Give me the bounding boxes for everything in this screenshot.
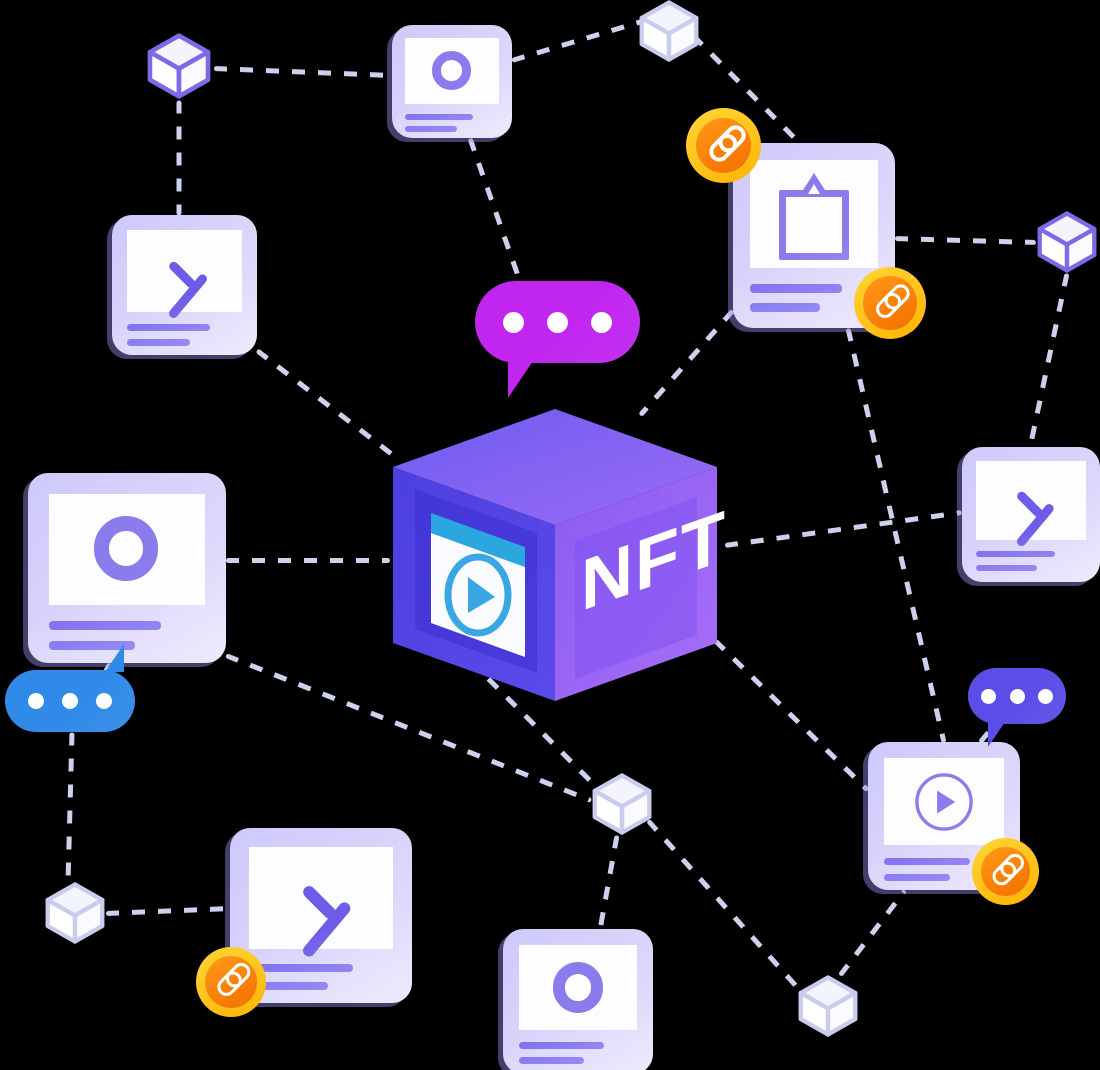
ring-icon xyxy=(93,516,159,581)
connector-line xyxy=(638,308,735,417)
ring-icon xyxy=(552,962,604,1013)
card-text-bar xyxy=(249,982,329,991)
connector-line xyxy=(467,137,523,282)
connector-line xyxy=(646,818,802,992)
card-thumbnail xyxy=(976,461,1086,548)
typing-dot xyxy=(96,693,113,709)
card-text-bar xyxy=(884,874,950,882)
card-text-bar xyxy=(127,324,210,331)
connector-line xyxy=(1027,272,1070,448)
bubble-tail xyxy=(987,722,1022,747)
connector-line xyxy=(894,235,1037,245)
connector-line xyxy=(845,327,947,743)
typing-dot xyxy=(1038,688,1054,704)
typing-dot xyxy=(27,693,44,709)
card-text-bar xyxy=(405,126,457,132)
connector-line xyxy=(597,834,620,930)
connector-line xyxy=(838,888,907,977)
nft-card[interactable] xyxy=(962,447,1100,582)
card-thumbnail xyxy=(127,230,242,320)
typing-dot xyxy=(591,311,613,333)
card-text-bar xyxy=(249,964,353,973)
card-text-bar xyxy=(127,339,191,346)
speech-bubble xyxy=(475,281,640,398)
connector-line xyxy=(724,509,963,548)
link-coin-icon xyxy=(196,947,266,1017)
connector-line xyxy=(713,638,870,792)
connector-line xyxy=(226,557,390,563)
card-text-bar xyxy=(750,284,843,293)
wireframe-cube-icon xyxy=(591,773,653,835)
card-text-bar xyxy=(750,303,821,312)
card-text-bar xyxy=(49,641,135,651)
typing-dot xyxy=(62,693,78,709)
nft-card[interactable] xyxy=(28,473,226,663)
bubble-tail xyxy=(86,643,124,672)
typing-dot xyxy=(980,688,996,704)
connector-line xyxy=(255,348,402,462)
wireframe-cube-icon xyxy=(638,0,700,62)
connector-line xyxy=(213,65,393,78)
card-text-bar xyxy=(976,551,1056,558)
picture-frame-icon xyxy=(778,172,850,261)
card-text-bar xyxy=(405,114,473,120)
play-icon xyxy=(915,772,973,831)
link-coin-icon xyxy=(972,838,1039,905)
card-thumbnail xyxy=(405,38,499,104)
card-thumbnail xyxy=(519,945,637,1030)
wireframe-cube-icon xyxy=(44,882,106,944)
speech-bubble xyxy=(5,643,135,732)
wireframe-cube-icon xyxy=(797,975,859,1037)
connector-line xyxy=(176,100,182,215)
nft-card[interactable] xyxy=(503,929,653,1070)
connector-line xyxy=(511,17,646,63)
card-thumbnail xyxy=(249,847,393,959)
card-text-bar xyxy=(519,1057,584,1064)
wireframe-cube-icon xyxy=(146,33,212,99)
bubble-tail xyxy=(508,361,558,398)
card-thumbnail xyxy=(49,494,205,605)
nft-card[interactable] xyxy=(392,25,512,138)
link-coin-icon xyxy=(854,267,926,339)
card-text-bar xyxy=(519,1042,604,1049)
connector-line xyxy=(65,731,75,883)
check-icon xyxy=(249,847,393,959)
connector-line xyxy=(105,905,231,916)
typing-dot xyxy=(502,311,524,333)
typing-dot xyxy=(1009,688,1025,704)
check-icon xyxy=(127,230,242,320)
nft-card[interactable] xyxy=(112,215,257,355)
card-text-bar xyxy=(49,621,162,631)
check-icon xyxy=(976,461,1086,548)
typing-dot xyxy=(547,311,568,333)
card-thumbnail xyxy=(884,758,1004,845)
card-text-bar xyxy=(884,858,971,866)
ring-icon xyxy=(432,51,471,90)
wireframe-cube-icon xyxy=(1036,211,1098,273)
nft-cube[interactable]: NFT xyxy=(385,405,725,705)
speech-bubble xyxy=(968,668,1066,747)
card-thumbnail xyxy=(750,160,878,268)
card-text-bar xyxy=(976,565,1037,572)
link-coin-icon xyxy=(686,108,761,183)
